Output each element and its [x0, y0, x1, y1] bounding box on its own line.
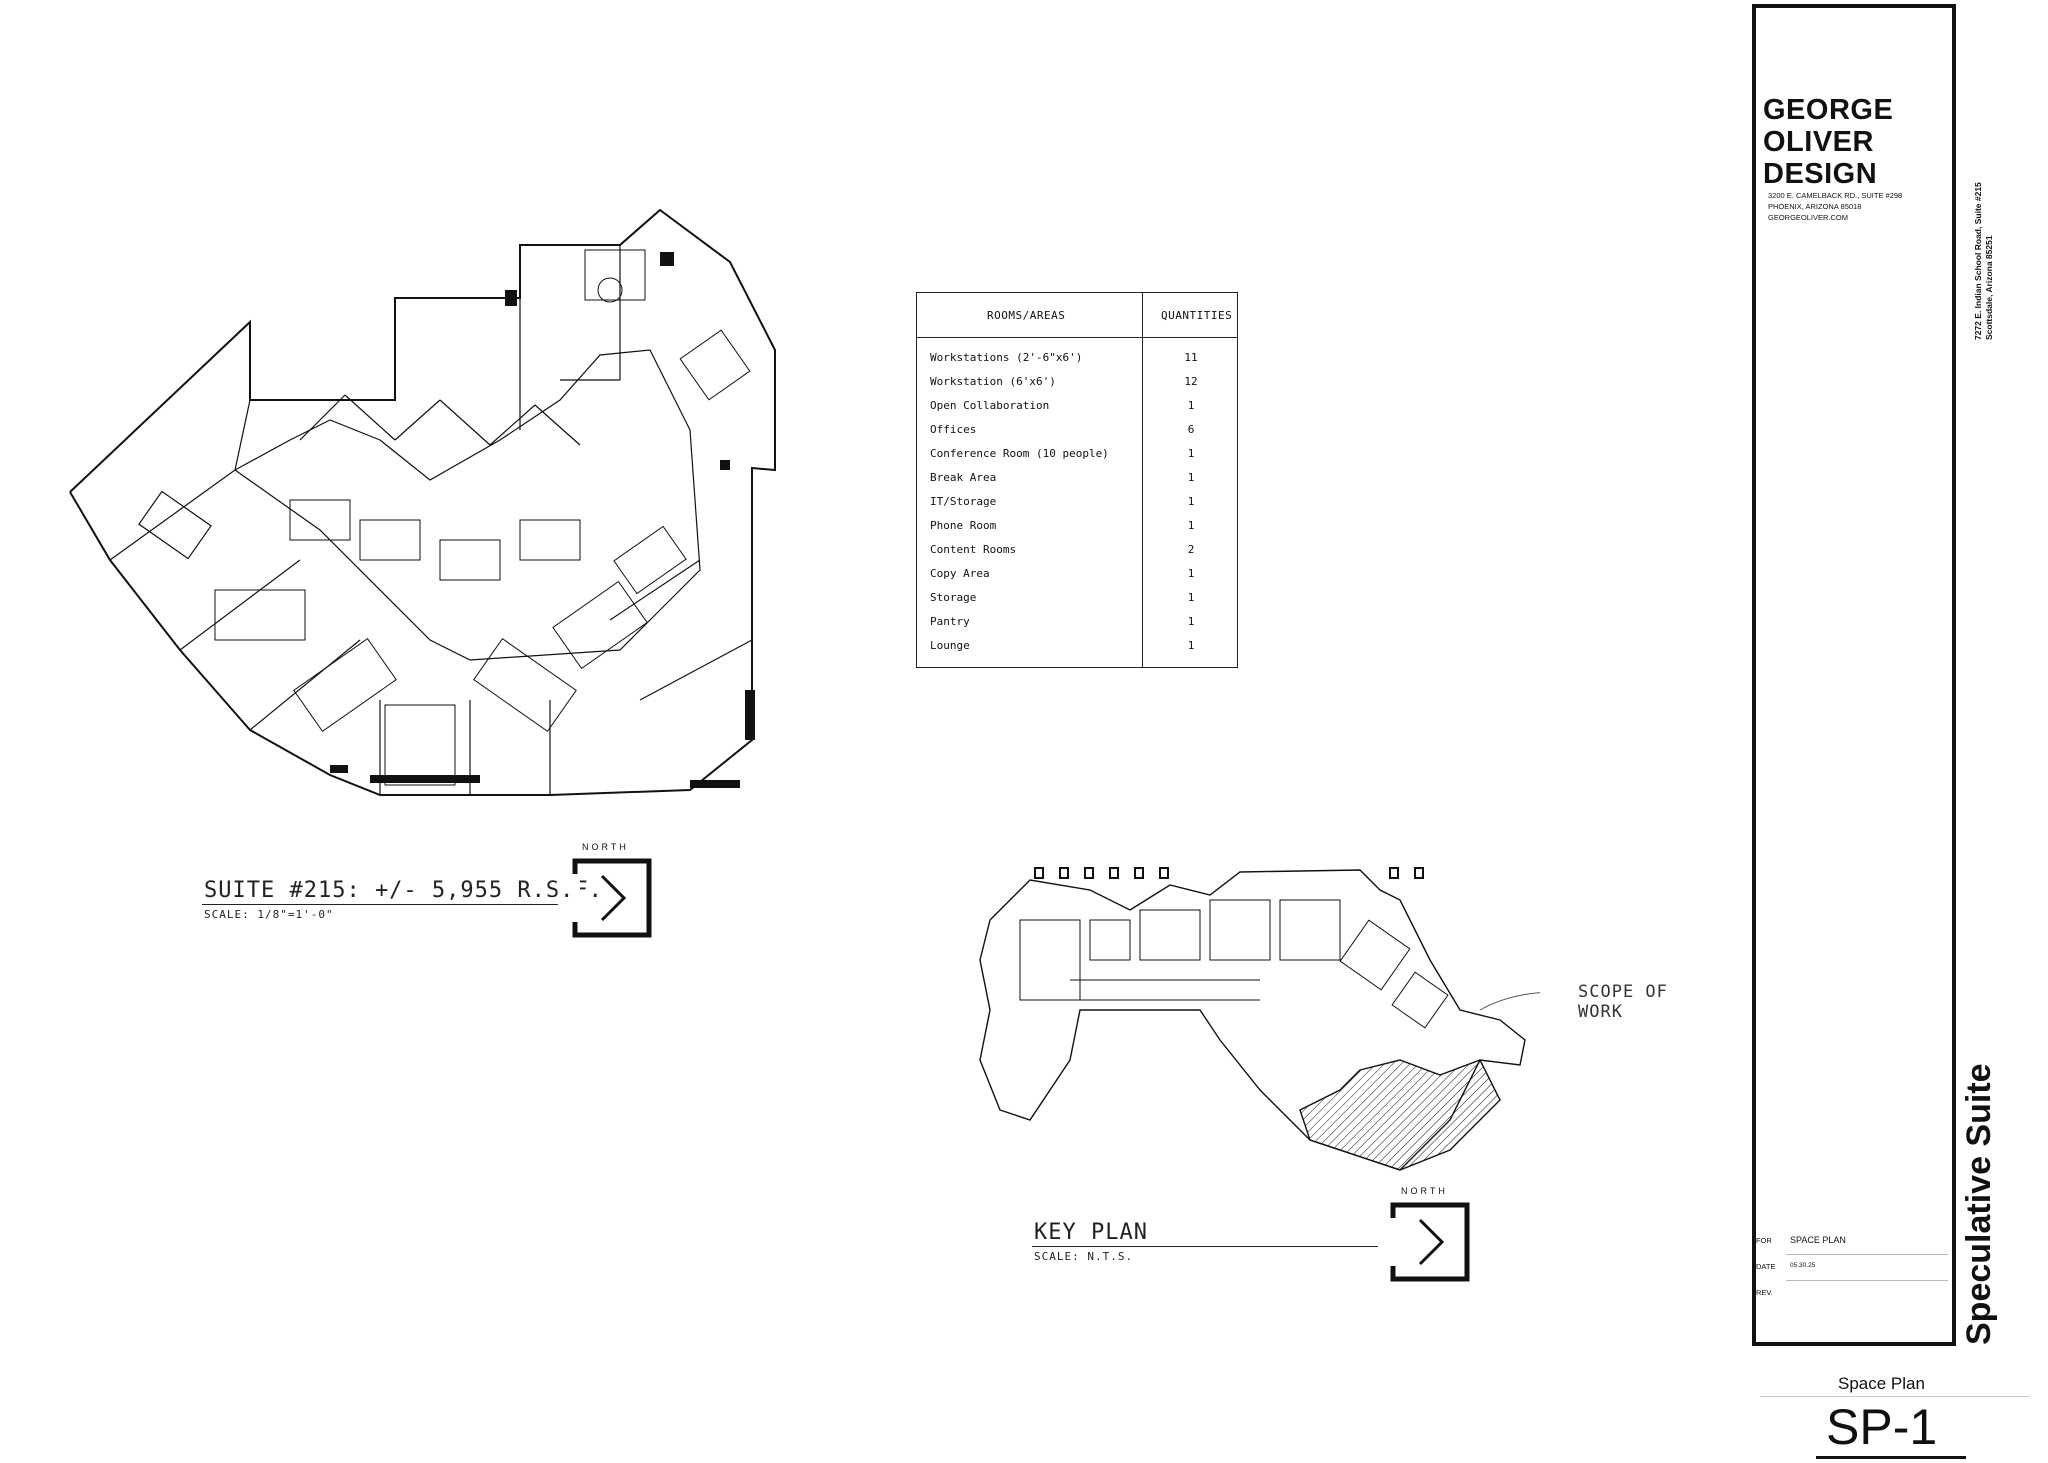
table-cell-qty: 1	[1187, 615, 1195, 628]
table-row: IT/Storage 1	[917, 495, 1237, 519]
table-cell-qty: 1	[1187, 567, 1195, 580]
table-row: Pantry 1	[917, 615, 1237, 639]
scope-label-line-2: WORK	[1578, 1002, 1623, 1022]
rooms-quantities-table: ROOMS/AREAS QUANTITIES Workstations (2'-…	[916, 292, 1238, 668]
table-row: Break Area 1	[917, 471, 1237, 495]
table-row: Content Rooms 2	[917, 543, 1237, 567]
project-address: 7272 E. Indian School Road, Suite #215 S…	[1973, 100, 1995, 340]
table-cell-qty: 6	[1187, 423, 1195, 436]
table-header-quantities: QUANTITIES	[1161, 309, 1233, 322]
company-name-line-2: OLIVER	[1763, 126, 1874, 158]
suite-plan-title: SUITE #215: +/- 5,955 R.S.F.	[204, 878, 603, 903]
table-cell-room: Pantry	[930, 615, 970, 628]
table-cell-room: Lounge	[930, 639, 970, 652]
key-north-label: NORTH	[1401, 1186, 1448, 1196]
key-plan-drawing	[979, 867, 1540, 1171]
table-cell-qty: 1	[1187, 399, 1195, 412]
field-for-label: FOR	[1756, 1236, 1772, 1245]
suite-north-label: NORTH	[582, 842, 629, 852]
suite-north-arrow-icon	[572, 858, 652, 938]
table-cell-room: Conference Room (10 people)	[930, 447, 1109, 460]
table-cell-qty: 1	[1187, 447, 1195, 460]
table-cell-qty: 11	[1184, 351, 1198, 364]
table-header-rooms: ROOMS/AREAS	[987, 309, 1066, 322]
suite-plan-title-underline	[202, 904, 558, 905]
title-block-top-border	[1752, 4, 1956, 8]
table-cell-room: Offices	[930, 423, 977, 436]
field-for-value: SPACE PLAN	[1790, 1235, 1846, 1245]
field-date-value: 05.30.25	[1790, 1262, 1816, 1269]
key-plan-title: KEY PLAN	[1034, 1220, 1148, 1245]
table-row: Copy Area 1	[917, 567, 1237, 591]
suite-plan-scale: SCALE: 1/8"=1'-0"	[204, 908, 334, 921]
key-plan-scale: SCALE: N.T.S.	[1034, 1250, 1134, 1263]
table-cell-room: Workstation (6'x6')	[930, 375, 1056, 388]
suite-floor-plan	[69, 208, 776, 796]
company-address: 3200 E. CAMELBACK RD., SUITE #298 PHOENI…	[1768, 190, 1902, 223]
table-cell-qty: 1	[1187, 495, 1195, 508]
table-cell-qty: 1	[1187, 639, 1195, 652]
table-cell-room: IT/Storage	[930, 495, 997, 508]
sheet-name: Space Plan	[1838, 1374, 1925, 1393]
key-plan-title-underline	[1032, 1246, 1378, 1247]
table-cell-qty: 2	[1187, 543, 1195, 556]
sheet-number: SP-1	[1826, 1399, 1938, 1455]
key-plan-interior	[1019, 899, 1449, 1029]
sheet-info-top-line	[1760, 1396, 2030, 1397]
scope-label-line-1: SCOPE OF	[1578, 982, 1668, 1002]
key-north-arrow-icon	[1390, 1202, 1470, 1282]
table-cell-room: Phone Room	[930, 519, 997, 532]
table-row: Open Collaboration 1	[917, 399, 1237, 423]
table-cell-qty: 12	[1184, 375, 1198, 388]
table-row: Storage 1	[917, 591, 1237, 615]
title-block-frame-gap	[1756, 80, 1766, 90]
table-cell-room: Copy Area	[930, 567, 990, 580]
company-address-line-3: GEORGEOLIVER.COM	[1768, 213, 1849, 222]
field-date-label: DATE	[1756, 1262, 1776, 1271]
table-cell-room: Break Area	[930, 471, 997, 484]
company-name-line-1: GEORGE	[1763, 94, 1894, 126]
scope-of-work-label: SCOPE OF WORK	[1578, 982, 1668, 1022]
company-address-line-2: PHOENIX, ARIZONA 85018	[1768, 202, 1862, 211]
company-logo: GEORGE OLIVER DESIGN	[1763, 94, 1893, 190]
suite-partitions	[109, 245, 753, 795]
company-name-line-3: DESIGN	[1763, 158, 1878, 190]
table-row: Workstation (6'x6') 12	[917, 375, 1237, 399]
table-cell-room: Workstations (2'-6"x6')	[930, 351, 1083, 364]
table-row: Workstations (2'-6"x6') 11	[917, 351, 1237, 375]
scope-of-work-hatch	[1299, 1059, 1501, 1171]
scope-leader-line	[1479, 992, 1540, 1011]
workstation-clusters	[214, 499, 687, 786]
title-block-frame	[1752, 6, 1956, 1346]
project-address-line-1: 7272 E. Indian School Road, Suite #215	[1973, 182, 1983, 340]
project-address-line-2: Scottsdale, Arizona 85251	[1984, 235, 1994, 340]
table-cell-qty: 1	[1187, 591, 1195, 604]
sheet-number-underline	[1816, 1456, 1966, 1459]
field-rev-label: REV.	[1756, 1288, 1773, 1297]
table-row: Phone Room 1	[917, 519, 1237, 543]
suite-corridor	[234, 349, 701, 661]
table-row: Conference Room (10 people) 1	[917, 447, 1237, 471]
company-address-line-1: 3200 E. CAMELBACK RD., SUITE #298	[1768, 191, 1903, 200]
table-row: Lounge 1	[917, 639, 1237, 663]
suite-outer-wall	[69, 208, 776, 796]
table-cell-room: Content Rooms	[930, 543, 1017, 556]
conference-table	[138, 490, 212, 560]
table-cell-room: Storage	[930, 591, 977, 604]
table-cell-qty: 1	[1187, 471, 1195, 484]
table-row: Offices 6	[917, 423, 1237, 447]
table-cell-qty: 1	[1187, 519, 1195, 532]
project-title: Speculative Suite	[1960, 1063, 1998, 1345]
table-cell-room: Open Collaboration	[930, 399, 1050, 412]
